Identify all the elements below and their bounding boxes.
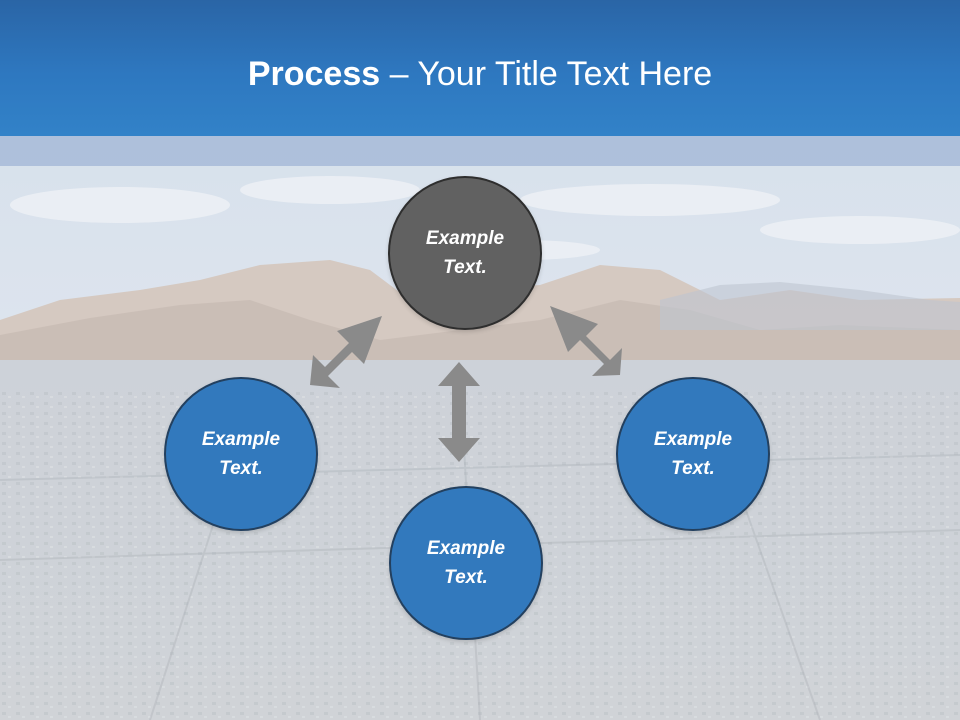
process-node-top[interactable]: Example Text. — [388, 176, 542, 330]
slide-title: Process – Your Title Text Here — [0, 50, 960, 98]
node-left-line2: Text. — [219, 458, 263, 479]
process-node-right[interactable]: Example Text. — [616, 377, 770, 531]
node-bottom-line1: Example — [426, 538, 506, 559]
title-band — [0, 136, 960, 166]
node-right-line2: Text. — [671, 458, 715, 479]
double-arrow-left-diagonal — [310, 316, 382, 388]
process-node-bottom[interactable]: Example Text. — [389, 486, 543, 640]
title-rest: – Your Title Text Here — [380, 55, 713, 93]
node-left-line1: Example — [201, 429, 281, 450]
title-bold: Process — [247, 55, 381, 93]
node-right-line1: Example — [653, 429, 733, 450]
double-arrow-vertical — [438, 362, 480, 462]
title-bar: Process – Your Title Text Here — [0, 0, 960, 136]
process-node-left[interactable]: Example Text. — [164, 377, 318, 531]
node-bottom-line2: Text. — [444, 567, 488, 588]
double-arrow-right-diagonal — [550, 306, 622, 376]
node-top-line1: Example — [425, 228, 505, 249]
node-top-line2: Text. — [443, 257, 487, 278]
